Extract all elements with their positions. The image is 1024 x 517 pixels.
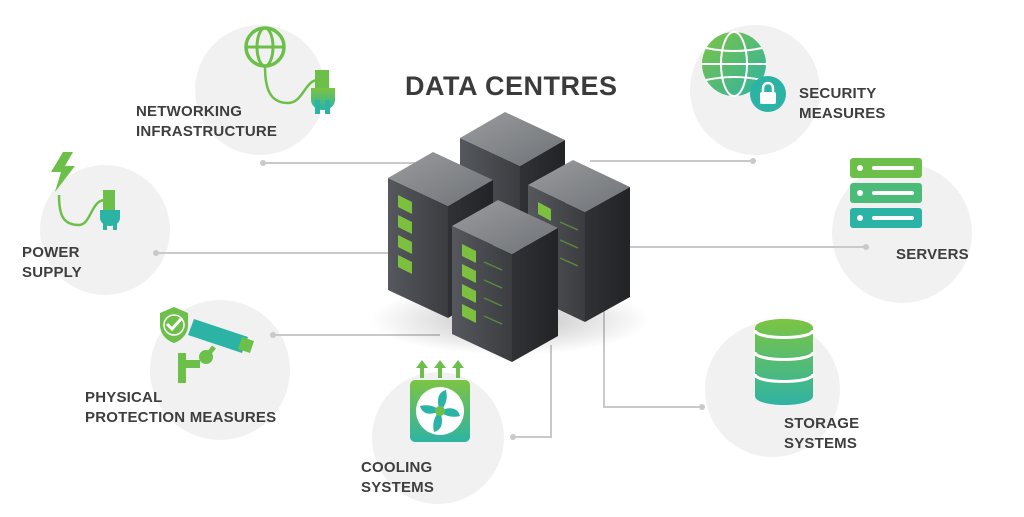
server-rack-icon	[850, 158, 922, 228]
globe-plug-icon	[244, 26, 335, 114]
physical-label: PHYSICAL PROTECTION MEASURES	[85, 388, 276, 428]
storage-label: STORAGE SYSTEMS	[784, 414, 859, 454]
power-label-line2: SUPPLY	[22, 264, 82, 281]
physical-label-line2: PROTECTION MEASURES	[85, 409, 277, 426]
security-label-line2: MEASURES	[799, 105, 886, 122]
fan-icon	[410, 360, 470, 442]
shield-camera-icon	[160, 307, 254, 383]
database-icon	[753, 319, 815, 405]
storage-label-line1: STORAGE	[784, 415, 860, 432]
cooling-label: COOLING SYSTEMS	[361, 458, 434, 498]
networking-label-line1: NETWORKING	[136, 103, 243, 120]
networking-label-line2: INFRASTRUCTURE	[136, 123, 278, 140]
security-label: SECURITY MEASURES	[799, 84, 886, 124]
server-rack-front	[452, 200, 558, 362]
power-label-line1: POWER	[22, 244, 80, 261]
physical-label-line1: PHYSICAL	[85, 389, 163, 406]
networking-label: NETWORKING INFRASTRUCTURE	[136, 102, 277, 142]
cooling-label-line2: SYSTEMS	[361, 479, 435, 496]
servers-label: SERVERS	[896, 245, 969, 265]
servers-label-line1: SERVERS	[896, 246, 969, 263]
cooling-label-line1: COOLING	[361, 459, 433, 476]
storage-label-line2: SYSTEMS	[784, 435, 858, 452]
globe-lock-icon	[702, 31, 786, 112]
lightning-plug-icon	[51, 152, 120, 230]
security-label-line1: SECURITY	[799, 85, 877, 102]
power-label: POWER SUPPLY	[22, 243, 82, 283]
page-title: DATA CENTRES	[405, 71, 618, 101]
